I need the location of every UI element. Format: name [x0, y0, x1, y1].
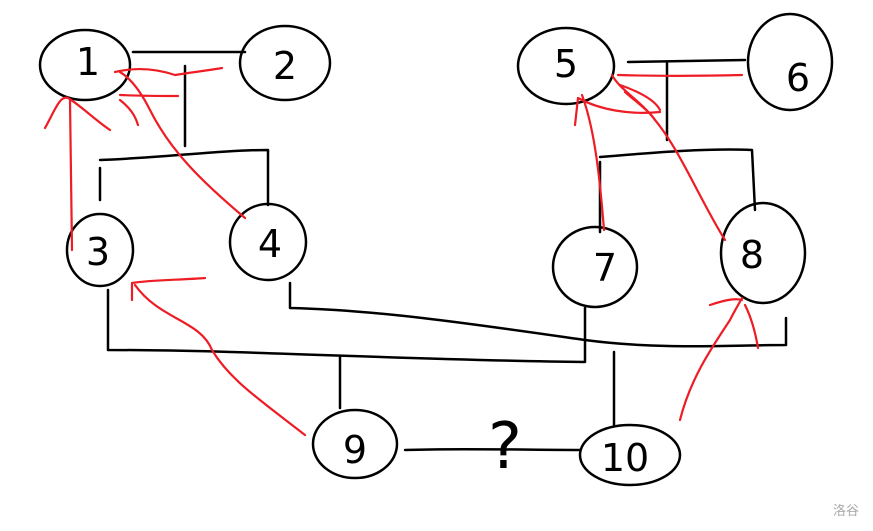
node-label: 7	[593, 246, 617, 290]
watermark: 洛谷	[832, 504, 859, 519]
nodes: 1 2 3 4 5 6 7 8 9 10 ?	[38, 12, 834, 487]
node-label: 1	[76, 40, 100, 84]
arrow-10-to-8	[678, 296, 760, 422]
arrow-8-to-5	[610, 73, 744, 242]
edge-12-children	[98, 64, 270, 207]
node-3[interactable]: 3	[65, 212, 135, 288]
node-7[interactable]: 7	[551, 225, 639, 309]
node-label: 8	[740, 233, 764, 277]
node-8[interactable]: 8	[719, 201, 807, 305]
edge-3-7	[106, 288, 587, 364]
node-10[interactable]: 10	[578, 423, 682, 487]
node-1[interactable]: 1	[38, 28, 132, 102]
node-6[interactable]: 6	[746, 12, 834, 112]
unknown-relation-mark: ?	[488, 410, 522, 484]
node-label: 2	[273, 44, 297, 88]
node-label: 4	[258, 222, 282, 266]
edge-4-8	[288, 281, 788, 348]
edge-5-6	[626, 58, 747, 64]
node-2[interactable]: 2	[238, 24, 332, 102]
node-label: 5	[554, 42, 578, 86]
node-5[interactable]: 5	[516, 26, 616, 106]
node-label: 3	[86, 230, 110, 274]
arrow-4-to-1	[113, 66, 247, 220]
node-4[interactable]: 4	[228, 202, 308, 282]
node-9[interactable]: 9	[311, 408, 399, 480]
connector-lines	[98, 50, 788, 452]
red-arrows	[43, 66, 760, 437]
node-label: 9	[343, 428, 367, 472]
arrow-9-to-3	[130, 276, 307, 437]
node-label: 6	[786, 56, 810, 100]
arrow-3-to-1	[43, 96, 112, 252]
edge-9-10	[403, 447, 582, 452]
node-label: 10	[601, 436, 649, 480]
arrow-7-to-5	[573, 93, 662, 232]
